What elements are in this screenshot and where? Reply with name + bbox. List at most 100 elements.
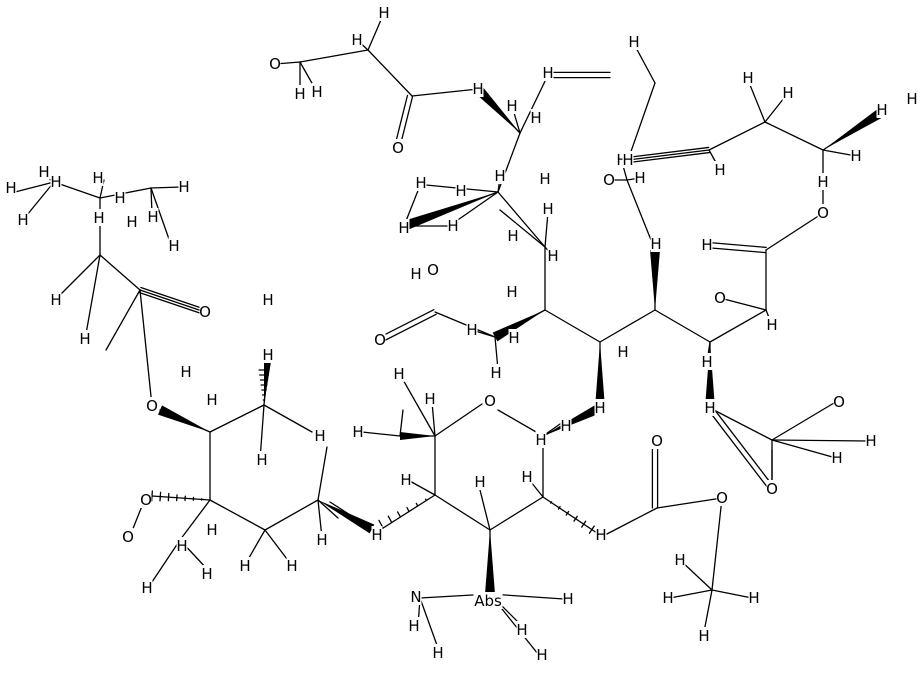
o-mycaminose-ring-label-background <box>473 592 503 609</box>
o-isovaleryl-ester-label-background <box>146 397 158 414</box>
h-prop2-4: H <box>748 589 759 607</box>
h-mycarose-hydroxyl: H <box>262 291 273 309</box>
h-lac-5-label-group: H <box>850 147 862 165</box>
h-isoval-13-label-group: H <box>79 330 91 348</box>
h-ring-8-label-background <box>650 235 662 252</box>
h-ome-1: H <box>616 151 627 169</box>
h-ring-9-label-group: H <box>494 167 506 185</box>
single-bond <box>719 297 767 311</box>
h-isoval-9-label-group: H <box>178 178 190 196</box>
h-ome-3-label-background <box>704 399 716 416</box>
h-me-3-label-group: H <box>530 109 542 127</box>
single-bond <box>150 186 183 189</box>
hash-mark <box>573 515 578 522</box>
o-aldehyde-label-background <box>427 261 439 278</box>
h-myca-5-label-background <box>521 468 533 485</box>
h-isoval-5-label-background <box>92 169 104 186</box>
h-myc-1-label-group: H <box>262 346 274 364</box>
single-bond <box>299 49 369 63</box>
wedge-bond-layer <box>151 85 885 594</box>
o-propionyl-carbonyl-2-label-background <box>716 489 728 506</box>
h-nme-4-label-background <box>536 646 548 663</box>
h-diene-4-label-background <box>472 80 484 97</box>
h-isoval-3: H <box>17 211 28 229</box>
h-ring-4-label-background <box>539 170 551 187</box>
single-bond <box>771 402 835 441</box>
o-glycosidic-2-label-group: O <box>374 331 386 349</box>
n-dimethylamino-label-background <box>410 588 422 605</box>
h-mycarose-hydroxyl-label-background <box>262 291 274 308</box>
h-aldehyde-label-group: H <box>466 321 478 339</box>
h-myc-2-label-background <box>206 391 218 408</box>
single-bond <box>57 254 101 298</box>
h-ome-3-label-group: H <box>704 399 716 417</box>
h-ring-5-label-background <box>507 227 519 244</box>
o-lactone-carbonyl-label-background <box>817 204 829 221</box>
h-ring-2: H <box>542 200 553 218</box>
h-prop2-1-label-group: H <box>674 551 686 569</box>
h-prop1-1-label-background <box>294 85 306 102</box>
h-ring-10-label-group: H <box>410 265 422 283</box>
h-myc-6-label-group: H <box>239 557 251 575</box>
o-glycosidic-2: O <box>374 331 386 349</box>
h-lac-4-label-background <box>817 173 829 190</box>
h-myc-5-label-background <box>201 565 213 582</box>
single-bond <box>179 499 211 541</box>
h-aldehyde-label-background <box>466 321 478 338</box>
hash-mark <box>387 515 393 524</box>
h-c9: H <box>398 219 409 237</box>
h-isoval-5-label-group: H <box>92 169 104 187</box>
h-prop2-4-label-group: H <box>748 589 760 607</box>
h-prop1-3-label-background <box>351 31 363 48</box>
h-prop2-2-label-group: H <box>698 627 710 645</box>
single-bond <box>367 49 413 97</box>
h-lac-1: H <box>766 316 777 334</box>
h-nme-5: H <box>516 621 527 639</box>
single-bond <box>633 43 656 84</box>
h-me-2-label-background <box>447 217 459 234</box>
single-bond <box>709 309 767 343</box>
hash-mark <box>565 510 570 516</box>
single-bond <box>264 529 291 564</box>
single-bond <box>434 494 491 531</box>
h-isoval-14: H <box>314 427 325 445</box>
h-prop1-1-label-group: H <box>294 85 306 103</box>
h-prop1-1: H <box>294 85 305 103</box>
single-bond <box>434 311 496 338</box>
h-nme-1-label-group: H <box>432 644 444 662</box>
h-myc-11: H <box>180 363 191 381</box>
h-nme-5-label-background <box>516 621 528 638</box>
h-isoval-4-label-group: H <box>50 173 62 191</box>
h-lac-7-label-group: H <box>906 90 918 108</box>
h-prop2-1-label-background <box>674 551 686 568</box>
wedge-bond <box>485 530 495 594</box>
h-isoval-7: H <box>114 189 125 207</box>
h-nme-3: H <box>562 590 573 608</box>
h-isoval-10-label-background <box>168 237 180 254</box>
single-bond <box>85 254 101 335</box>
h-me-4: H <box>455 182 466 200</box>
h-prop1-3: H <box>351 31 362 49</box>
single-bond <box>434 403 483 437</box>
single-bond <box>764 121 824 151</box>
h-diene-2-label-background <box>714 161 726 178</box>
h-ring-6-label-group: H <box>617 343 629 361</box>
h-ac-3: H <box>701 236 712 254</box>
h-nme-2: H <box>408 617 419 635</box>
single-bond <box>149 539 181 586</box>
h-prop2-2-label-background <box>698 627 710 644</box>
hashed-wedge-bond <box>151 490 203 502</box>
h-isoval-2: H <box>5 179 16 197</box>
h-ring-10: H <box>410 265 421 283</box>
h-ome-2: H <box>634 169 645 187</box>
h-isoval-11-label-background <box>147 208 159 225</box>
h-myc-3-label-background <box>176 537 188 554</box>
o-isovaleryl-ester: O <box>146 397 158 415</box>
h-isoval-4: H <box>50 173 61 191</box>
o-mycarose-ring: O <box>140 491 152 509</box>
h-myc-4: H <box>141 579 152 597</box>
single-bond <box>407 479 436 496</box>
h-prop1-4-label-group: H <box>378 4 390 22</box>
h-ome-1-label-background <box>616 151 628 168</box>
h-prop2-3-label-group: H <box>662 589 674 607</box>
